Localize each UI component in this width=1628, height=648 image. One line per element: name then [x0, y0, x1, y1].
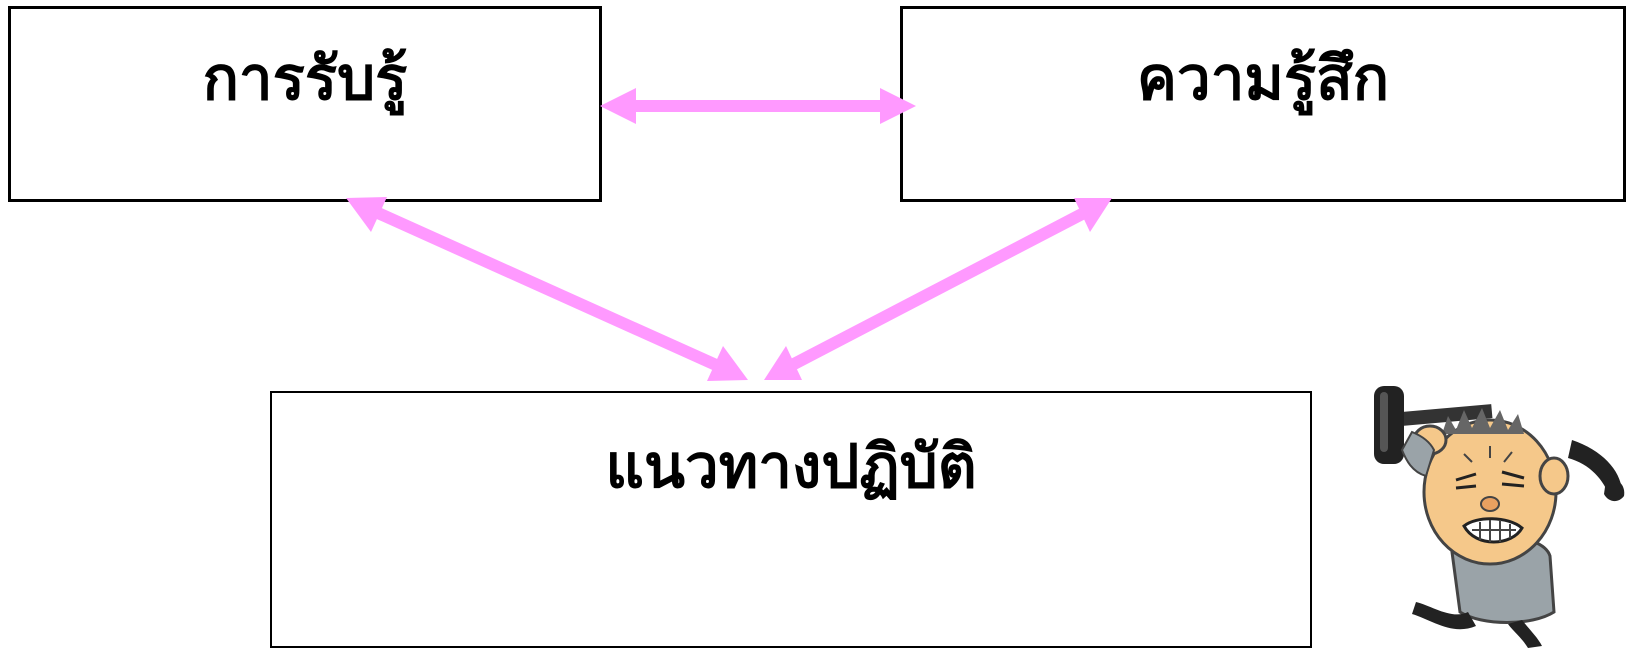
feeling-box: ความรู้สึก	[900, 6, 1626, 202]
arrow-perception-practice	[346, 197, 748, 381]
practice-box: แนวทางปฏิบัติ	[270, 391, 1312, 648]
arrow-perception-feeling	[600, 88, 916, 124]
practice-label: แนวทางปฏิบัติ	[605, 432, 977, 502]
arrow-feeling-practice	[764, 198, 1112, 380]
perception-label: การรับรู้	[202, 44, 408, 114]
feeling-label: ความรู้สึก	[1136, 44, 1390, 114]
stressed-man-with-hammer-icon	[1374, 386, 1625, 648]
perception-box: การรับรู้	[8, 6, 602, 202]
